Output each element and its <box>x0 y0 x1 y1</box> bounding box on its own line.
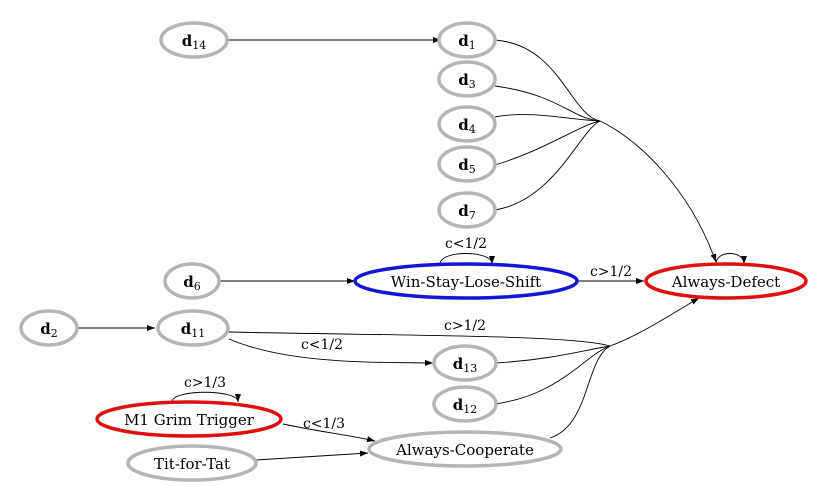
node-d11: d11 <box>156 309 230 347</box>
edge-d7-bundle <box>494 120 601 211</box>
node-label-always-cooperate: Always-Cooperate <box>395 441 534 459</box>
node-d7: d7 <box>437 191 497 229</box>
node-label-d13: d13 <box>453 355 478 375</box>
node-label-m1-grim-trigger: M1 Grim Trigger <box>124 411 255 429</box>
edge-label-wsls-always-defect: c>1/2 <box>590 264 632 280</box>
edge-m1-always-cooperate <box>282 423 376 443</box>
node-d1: d1 <box>437 21 497 59</box>
node-label-d3: d3 <box>458 71 476 91</box>
edge-label-wsls-self: c<1/2 <box>445 236 487 252</box>
edge-always-defect-self <box>715 253 747 265</box>
node-label-tit-for-tat: Tit-for-Tat <box>154 455 230 473</box>
edge-d11-d13 <box>228 338 434 366</box>
node-d12: d12 <box>432 385 498 423</box>
node-label-d11: d11 <box>181 320 206 340</box>
node-d5: d5 <box>437 145 497 183</box>
node-win-stay-lose-shift: Win-Stay-Lose-Shift <box>353 262 579 300</box>
edge-ac-bundle <box>549 345 611 439</box>
edge-labels: c<1/2 c>1/2 c>1/2 c<1/2 c>1/3 c<1/3 <box>184 236 632 432</box>
edge-bundle-always-defect <box>599 120 717 263</box>
node-label-d4: d4 <box>458 116 476 136</box>
edge-d13-bundle <box>494 345 611 364</box>
edge-bundle-always-defect-lower <box>609 297 700 347</box>
node-tit-for-tat: Tit-for-Tat <box>126 444 258 482</box>
node-label-d5: d5 <box>458 156 476 176</box>
edge-d5-bundle <box>494 120 601 166</box>
edge-label-m1-always-cooperate: c<1/3 <box>303 416 345 432</box>
node-label-d7: d7 <box>458 202 476 222</box>
edge-wsls-self <box>439 253 495 265</box>
edge-d12-bundle <box>494 345 611 405</box>
node-always-defect: Always-Defect <box>644 262 808 300</box>
edge-d3-bundle <box>494 85 601 122</box>
edges <box>77 37 747 461</box>
node-label-d12: d12 <box>453 396 478 416</box>
node-d3: d3 <box>437 60 497 98</box>
node-label-d2: d2 <box>40 320 58 340</box>
node-always-cooperate: Always-Cooperate <box>367 430 563 468</box>
edge-d4-bundle <box>494 114 601 122</box>
node-label-always-defect: Always-Defect <box>671 273 780 291</box>
edge-label-d11-always-defect: c>1/2 <box>444 318 486 334</box>
nodes: d14 d1 d3 d4 d5 d7 d6 Win-Stay-Lose-Shi <box>19 21 808 482</box>
edge-d1-bundle <box>494 39 601 122</box>
edge-d11-bundle <box>228 331 611 347</box>
node-d6: d6 <box>163 262 221 300</box>
node-m1-grim-trigger: M1 Grim Trigger <box>95 400 283 438</box>
edge-label-d11-d13: c<1/2 <box>301 337 343 353</box>
edge-titfortat-always-cooperate <box>255 450 369 461</box>
node-d4: d4 <box>437 105 497 143</box>
edge-m1-self <box>171 391 241 403</box>
edge-label-m1-self: c>1/3 <box>184 375 226 391</box>
node-label-d1: d1 <box>458 32 476 52</box>
node-d13: d13 <box>432 344 498 382</box>
node-label-win-stay-lose-shift: Win-Stay-Lose-Shift <box>391 273 541 291</box>
node-d2: d2 <box>19 309 79 347</box>
node-d14: d14 <box>159 21 229 59</box>
node-label-d14: d14 <box>182 32 207 52</box>
node-label-d6: d6 <box>183 273 201 293</box>
